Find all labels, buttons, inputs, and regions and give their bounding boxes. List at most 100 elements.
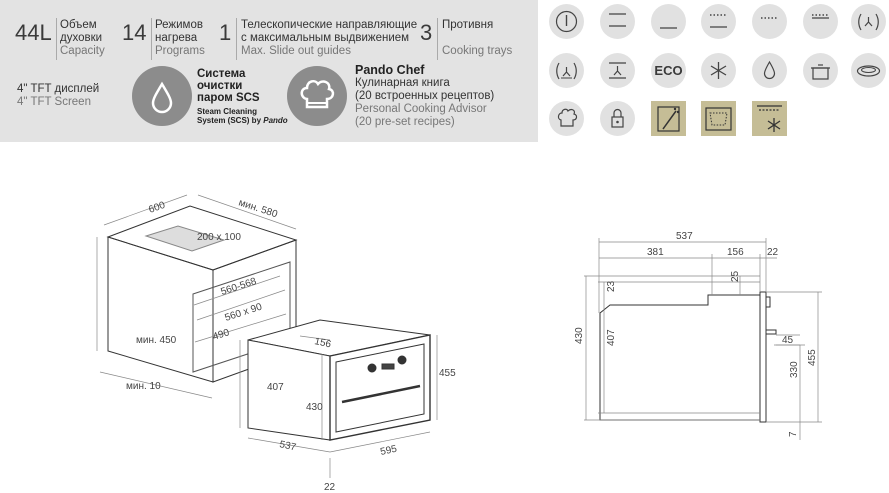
steam-drop-icon — [752, 53, 787, 88]
steam-cleaning-subtitle: Steam Cleaning System (SCS) by Pando — [197, 107, 288, 125]
dim-22: 22 — [324, 482, 336, 493]
dim-200x100: 200 x 100 — [197, 232, 241, 243]
divider — [437, 18, 438, 60]
spec-panel: 44L Объем духовки Capacity 14 Режимов на… — [0, 0, 538, 142]
dim-600: 600 — [147, 200, 167, 216]
power-icon — [549, 4, 584, 39]
cabinet-front-face — [107, 236, 214, 383]
steam-cleaning-icon — [132, 66, 192, 126]
eco-icon: ECO — [651, 53, 686, 88]
steam-title-1: Система — [197, 68, 246, 80]
cabinet-top-face — [106, 205, 298, 271]
dim-156: 156 — [313, 336, 332, 350]
dim-490: 490 — [212, 327, 232, 343]
screen-ru-label: 4" TFT дисплей — [17, 83, 100, 95]
chef-en-2: (20 pre-set recipes) — [355, 116, 455, 128]
capacity-en-label: Capacity — [60, 45, 105, 57]
chef-hat-icon — [549, 101, 584, 136]
chef-ru-2: (20 встроенных рецептов) — [355, 90, 495, 102]
steam-sub-1: Steam Cleaning — [197, 107, 258, 116]
chef-feature-text: Pando Chef Кулинарная книга (20 встроенн… — [355, 64, 494, 129]
dim-330: 330 — [789, 361, 800, 378]
steam-title-2: очистки — [197, 80, 243, 92]
oven-knob-left — [367, 363, 377, 373]
cabinet-opening — [192, 261, 291, 373]
oven-defrost-icon — [752, 101, 787, 136]
enamel-icon — [701, 101, 736, 136]
grill-icon — [701, 4, 736, 39]
defrost-icon — [701, 53, 736, 88]
dim-595: 595 — [379, 444, 398, 458]
dim-25: 25 — [730, 270, 741, 282]
trays-label: Противня Cooking trays — [442, 19, 512, 58]
programs-ru-label-1: Режимов — [155, 19, 203, 31]
bottom-heat-icon — [651, 4, 686, 39]
pizza-icon — [851, 53, 886, 88]
eco-label: ECO — [654, 63, 683, 78]
dim-455: 455 — [439, 368, 456, 379]
divider — [236, 18, 237, 60]
dim-537: 537 — [278, 439, 297, 453]
dim-23: 23 — [606, 280, 617, 292]
cabinet-side-face — [212, 239, 297, 383]
trays-value: 3 — [420, 20, 433, 45]
fan-icon — [851, 4, 886, 39]
dim-430: 430 — [306, 402, 323, 413]
chef-en-1: Personal Cooking Advisor — [355, 103, 487, 115]
chef-ru-1: Кулинарная книга — [355, 77, 450, 89]
dim-537: 537 — [676, 231, 693, 242]
child-lock-icon — [600, 101, 635, 136]
dim-381: 381 — [647, 247, 664, 258]
oven-side-face — [247, 339, 331, 441]
vent-slot-top — [144, 225, 226, 252]
oven-front-panel — [759, 291, 767, 423]
steam-title-3: паром SCS — [197, 92, 260, 104]
programs-value: 14 — [122, 20, 147, 45]
oven-top-face — [247, 319, 431, 357]
steam-sub-brand: Pando — [263, 116, 288, 125]
dim-156: 156 — [727, 247, 744, 258]
capacity-value: 44L — [15, 20, 52, 45]
oven-knob-right — [397, 355, 407, 365]
slides-ru-label-2: с максимальным выдвижением — [241, 32, 410, 44]
slides-ru-label-1: Телескопические направляющие — [241, 19, 418, 31]
oven-side-profile — [599, 294, 761, 421]
dim-560-568: 560-568 — [220, 276, 259, 298]
dim-560x90: 560 x 90 — [224, 301, 264, 323]
dim-450: мин. 450 — [136, 335, 177, 346]
divider — [151, 18, 152, 60]
programs-label: Режимов нагрева Programs — [155, 19, 205, 58]
slides-value: 1 — [219, 20, 232, 45]
dim-7: 7 — [788, 431, 799, 437]
fan-bottom-icon — [600, 53, 635, 88]
pot-icon — [803, 53, 838, 88]
oven-door — [335, 343, 425, 433]
dim-45: 45 — [782, 335, 794, 346]
dim-455: 455 — [807, 349, 818, 366]
small-grill-icon — [752, 4, 787, 39]
dim-407: 407 — [267, 382, 284, 393]
divider — [56, 18, 57, 60]
dim-10: мин. 10 — [126, 381, 161, 392]
top-bottom-heat-icon — [803, 4, 838, 39]
steam-sub-2: System (SCS) by — [197, 116, 264, 125]
dim-430: 430 — [574, 327, 585, 344]
screen-label: 4" TFT дисплей 4" TFT Screen — [17, 83, 99, 109]
steam-cleaning-title: Система очистки паром SCS — [197, 68, 260, 104]
programs-ru-label-2: нагрева — [155, 32, 198, 44]
slides-label: Телескопические направляющие с максималь… — [241, 19, 417, 58]
knob-profile — [765, 296, 771, 308]
handle-profile — [765, 329, 777, 335]
oven-front-face — [329, 334, 431, 441]
oven-handle — [341, 384, 421, 404]
trays-en-label: Cooking trays — [442, 45, 513, 57]
capacity-label: Объем духовки Capacity — [60, 19, 106, 58]
capacity-ru-label: Объем духовки — [60, 19, 103, 44]
oven-display — [381, 363, 395, 370]
dim-407: 407 — [606, 329, 617, 346]
chef-hat-feature-icon — [287, 66, 347, 126]
chef-title: Pando Chef — [355, 63, 425, 77]
slides-en-label: Max. Slide out guides — [241, 45, 351, 57]
dim-22: 22 — [767, 247, 779, 258]
screen-en-label: 4" TFT Screen — [17, 96, 91, 108]
